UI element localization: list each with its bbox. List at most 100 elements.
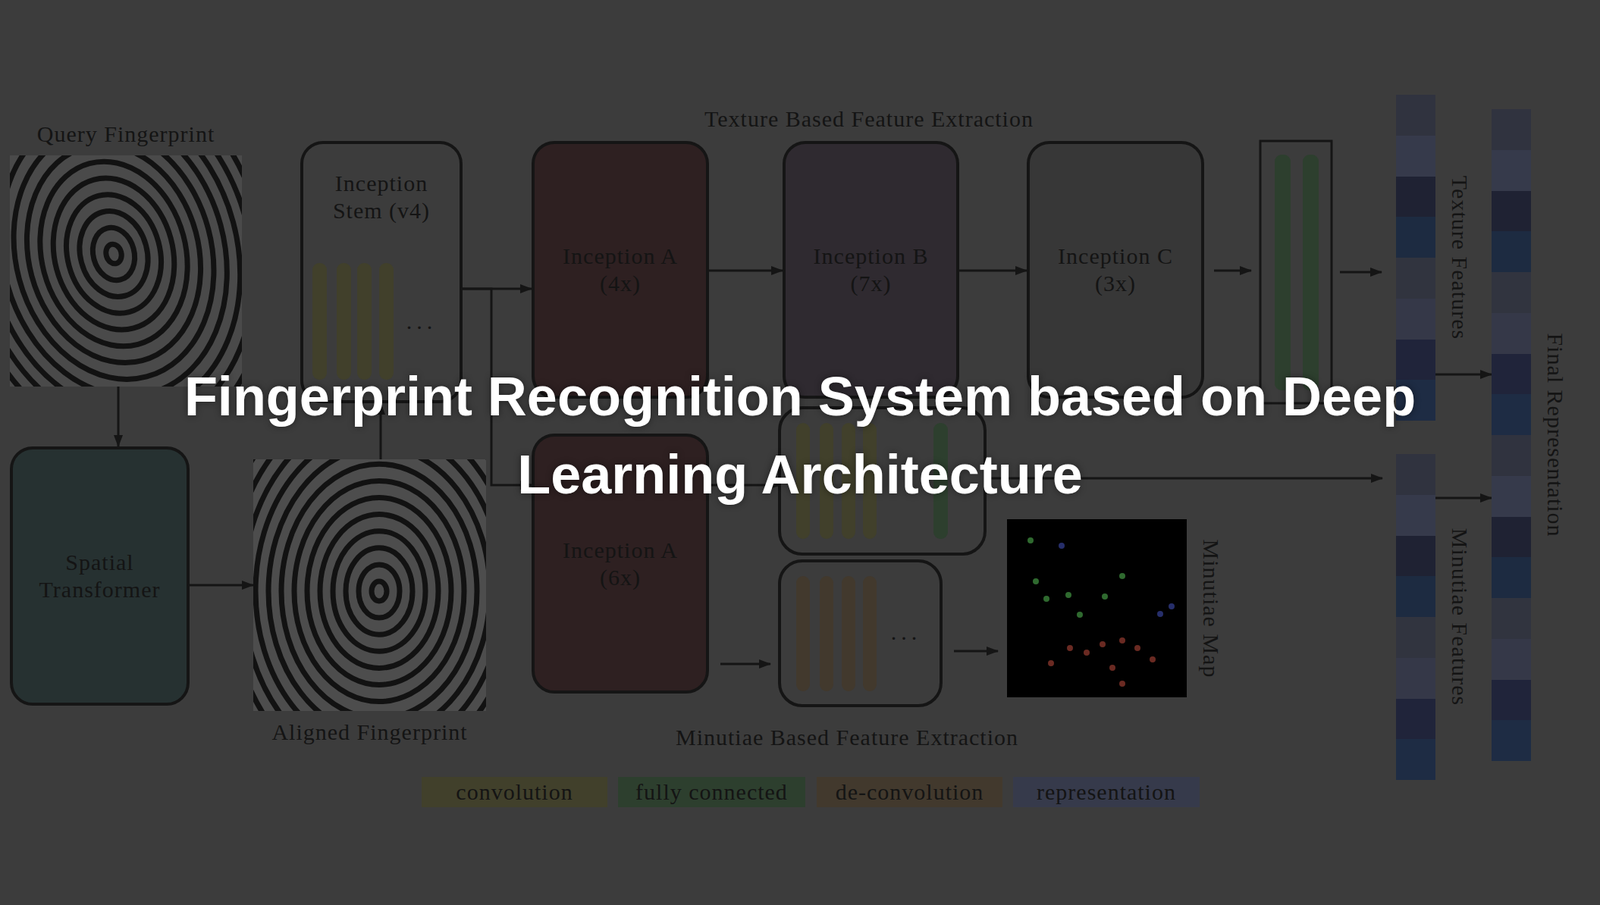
box-label: Inception Stem (v4) <box>324 169 439 225</box>
fingerprint-ridge <box>320 514 439 669</box>
minutia-dot <box>1119 573 1126 580</box>
node-label: Final Representation <box>1541 332 1569 537</box>
fingerprint-ridge <box>253 459 487 712</box>
fingerprint-ridge <box>9 155 242 387</box>
layer-bar <box>1274 154 1291 391</box>
vector-cell <box>1491 272 1531 314</box>
layer-box <box>1260 141 1332 404</box>
label-holder: Query Fingerprint <box>0 120 273 148</box>
legend-swatch: representation <box>1013 777 1200 808</box>
layer-bar <box>819 576 834 692</box>
minutia-dot <box>1076 611 1083 619</box>
minutia-dot <box>1099 641 1106 648</box>
minutia-dot <box>1149 656 1156 663</box>
layer-bar <box>336 263 352 380</box>
feature-vector: Minutiae Features <box>1396 454 1436 781</box>
layer-bar <box>379 263 394 380</box>
minutiae-map-image <box>1007 519 1187 698</box>
vector-cell <box>1396 298 1436 340</box>
fingerprint-ridge <box>9 155 242 387</box>
label-holder: Texture Based Feature Extraction <box>704 105 1034 133</box>
vector-cell <box>1491 231 1531 273</box>
fingerprint-ridge <box>9 155 242 387</box>
vector-cell <box>1396 576 1436 618</box>
layer-bar <box>841 576 856 692</box>
image-frame: Aligned Fingerprint <box>253 459 487 712</box>
box-label: Inception B (7x) <box>806 242 936 298</box>
fingerprint-ridge <box>253 459 487 712</box>
fingerprint-ridge <box>307 498 452 686</box>
fingerprint-ridge <box>332 531 426 653</box>
minutia-dot <box>1168 603 1175 610</box>
image-frame: Minutiae Map <box>1007 519 1187 698</box>
fingerprint-ridge <box>253 459 487 712</box>
vector-cell <box>1491 394 1531 436</box>
vector-cell <box>1491 313 1531 355</box>
vector-cell <box>1396 658 1436 700</box>
minutia-dot <box>1119 637 1126 644</box>
vector-cell <box>1396 135 1436 177</box>
fingerprint-ridge <box>9 155 242 387</box>
box-label: Inception A (6x) <box>555 536 685 592</box>
vector-cell <box>1396 617 1436 659</box>
vector-cell <box>1491 435 1531 477</box>
vector-cell <box>1491 354 1531 396</box>
flow-arrow <box>1339 271 1382 274</box>
fingerprint-image <box>253 459 487 712</box>
box-label: Spatial Transformer <box>28 549 173 604</box>
legend-label: de-convolution <box>835 778 985 807</box>
process-box: Inception Stem (v4) <box>300 141 463 404</box>
fingerprint-ridge <box>345 548 413 635</box>
connector <box>1435 497 1492 500</box>
node-label: Minutiae Features <box>1446 528 1474 706</box>
legend-swatch: convolution <box>421 777 608 808</box>
vector-cell <box>1491 150 1531 192</box>
minutia-dot <box>1047 660 1055 667</box>
annotation-label: Minutiae Based Feature Extraction <box>675 724 1019 750</box>
fingerprint-ridge <box>103 242 124 266</box>
minutia-dot <box>1066 645 1073 652</box>
fingerprint-ridge <box>36 164 191 344</box>
minutia-dot <box>1043 596 1050 603</box>
vector-cell <box>1396 176 1436 218</box>
annotation-label: ... <box>406 308 438 334</box>
label-holder: Minutiae Features <box>1446 528 1474 706</box>
fingerprint-ridge <box>253 459 487 712</box>
fingerprint-ridge <box>253 459 487 712</box>
minutia-dot <box>1109 665 1116 672</box>
vector-cell <box>1396 739 1436 781</box>
fingerprint-ridge <box>253 459 487 712</box>
label-holder: Minutiae Based Feature Extraction <box>675 724 1019 752</box>
vector-cell <box>1491 191 1531 233</box>
vector-cell <box>1491 720 1531 762</box>
process-box: Inception A (4x) <box>531 141 710 399</box>
title-holder: Fingerprint Recognition System based on … <box>0 357 1600 515</box>
image-frame: Query Fingerprint <box>9 155 242 387</box>
fingerprint-ridge <box>9 155 242 387</box>
fingerprint-ridge <box>253 459 487 712</box>
fingerprint-ridge <box>358 564 400 619</box>
process-box: Inception B (7x) <box>782 141 960 399</box>
legend-label: representation <box>1036 778 1177 807</box>
minutia-dot <box>1032 578 1039 585</box>
vector-cell <box>1396 94 1436 136</box>
fingerprint-ridge <box>9 155 242 387</box>
layer-bar <box>312 263 327 380</box>
vector-cell <box>1491 517 1531 559</box>
flow-arrow <box>1214 269 1252 273</box>
vector-cell <box>1491 639 1531 681</box>
layer-box <box>779 561 942 706</box>
fingerprint-image <box>9 155 242 387</box>
label-holder: ... <box>406 307 438 336</box>
minutia-dot <box>1157 611 1164 618</box>
legend-swatch: de-convolution <box>816 777 1003 808</box>
minutia-dot <box>1134 645 1141 652</box>
node-label: Texture Features <box>1446 175 1474 340</box>
fingerprint-ridge <box>9 155 242 387</box>
fingerprint-ridge <box>253 459 487 712</box>
annotation-label: Texture Based Feature Extraction <box>704 106 1034 132</box>
fingerprint-ridge <box>9 155 242 387</box>
legend-swatch: fully connected <box>618 777 806 808</box>
vector-cell <box>1396 699 1436 741</box>
fingerprint-ridge <box>9 155 242 387</box>
